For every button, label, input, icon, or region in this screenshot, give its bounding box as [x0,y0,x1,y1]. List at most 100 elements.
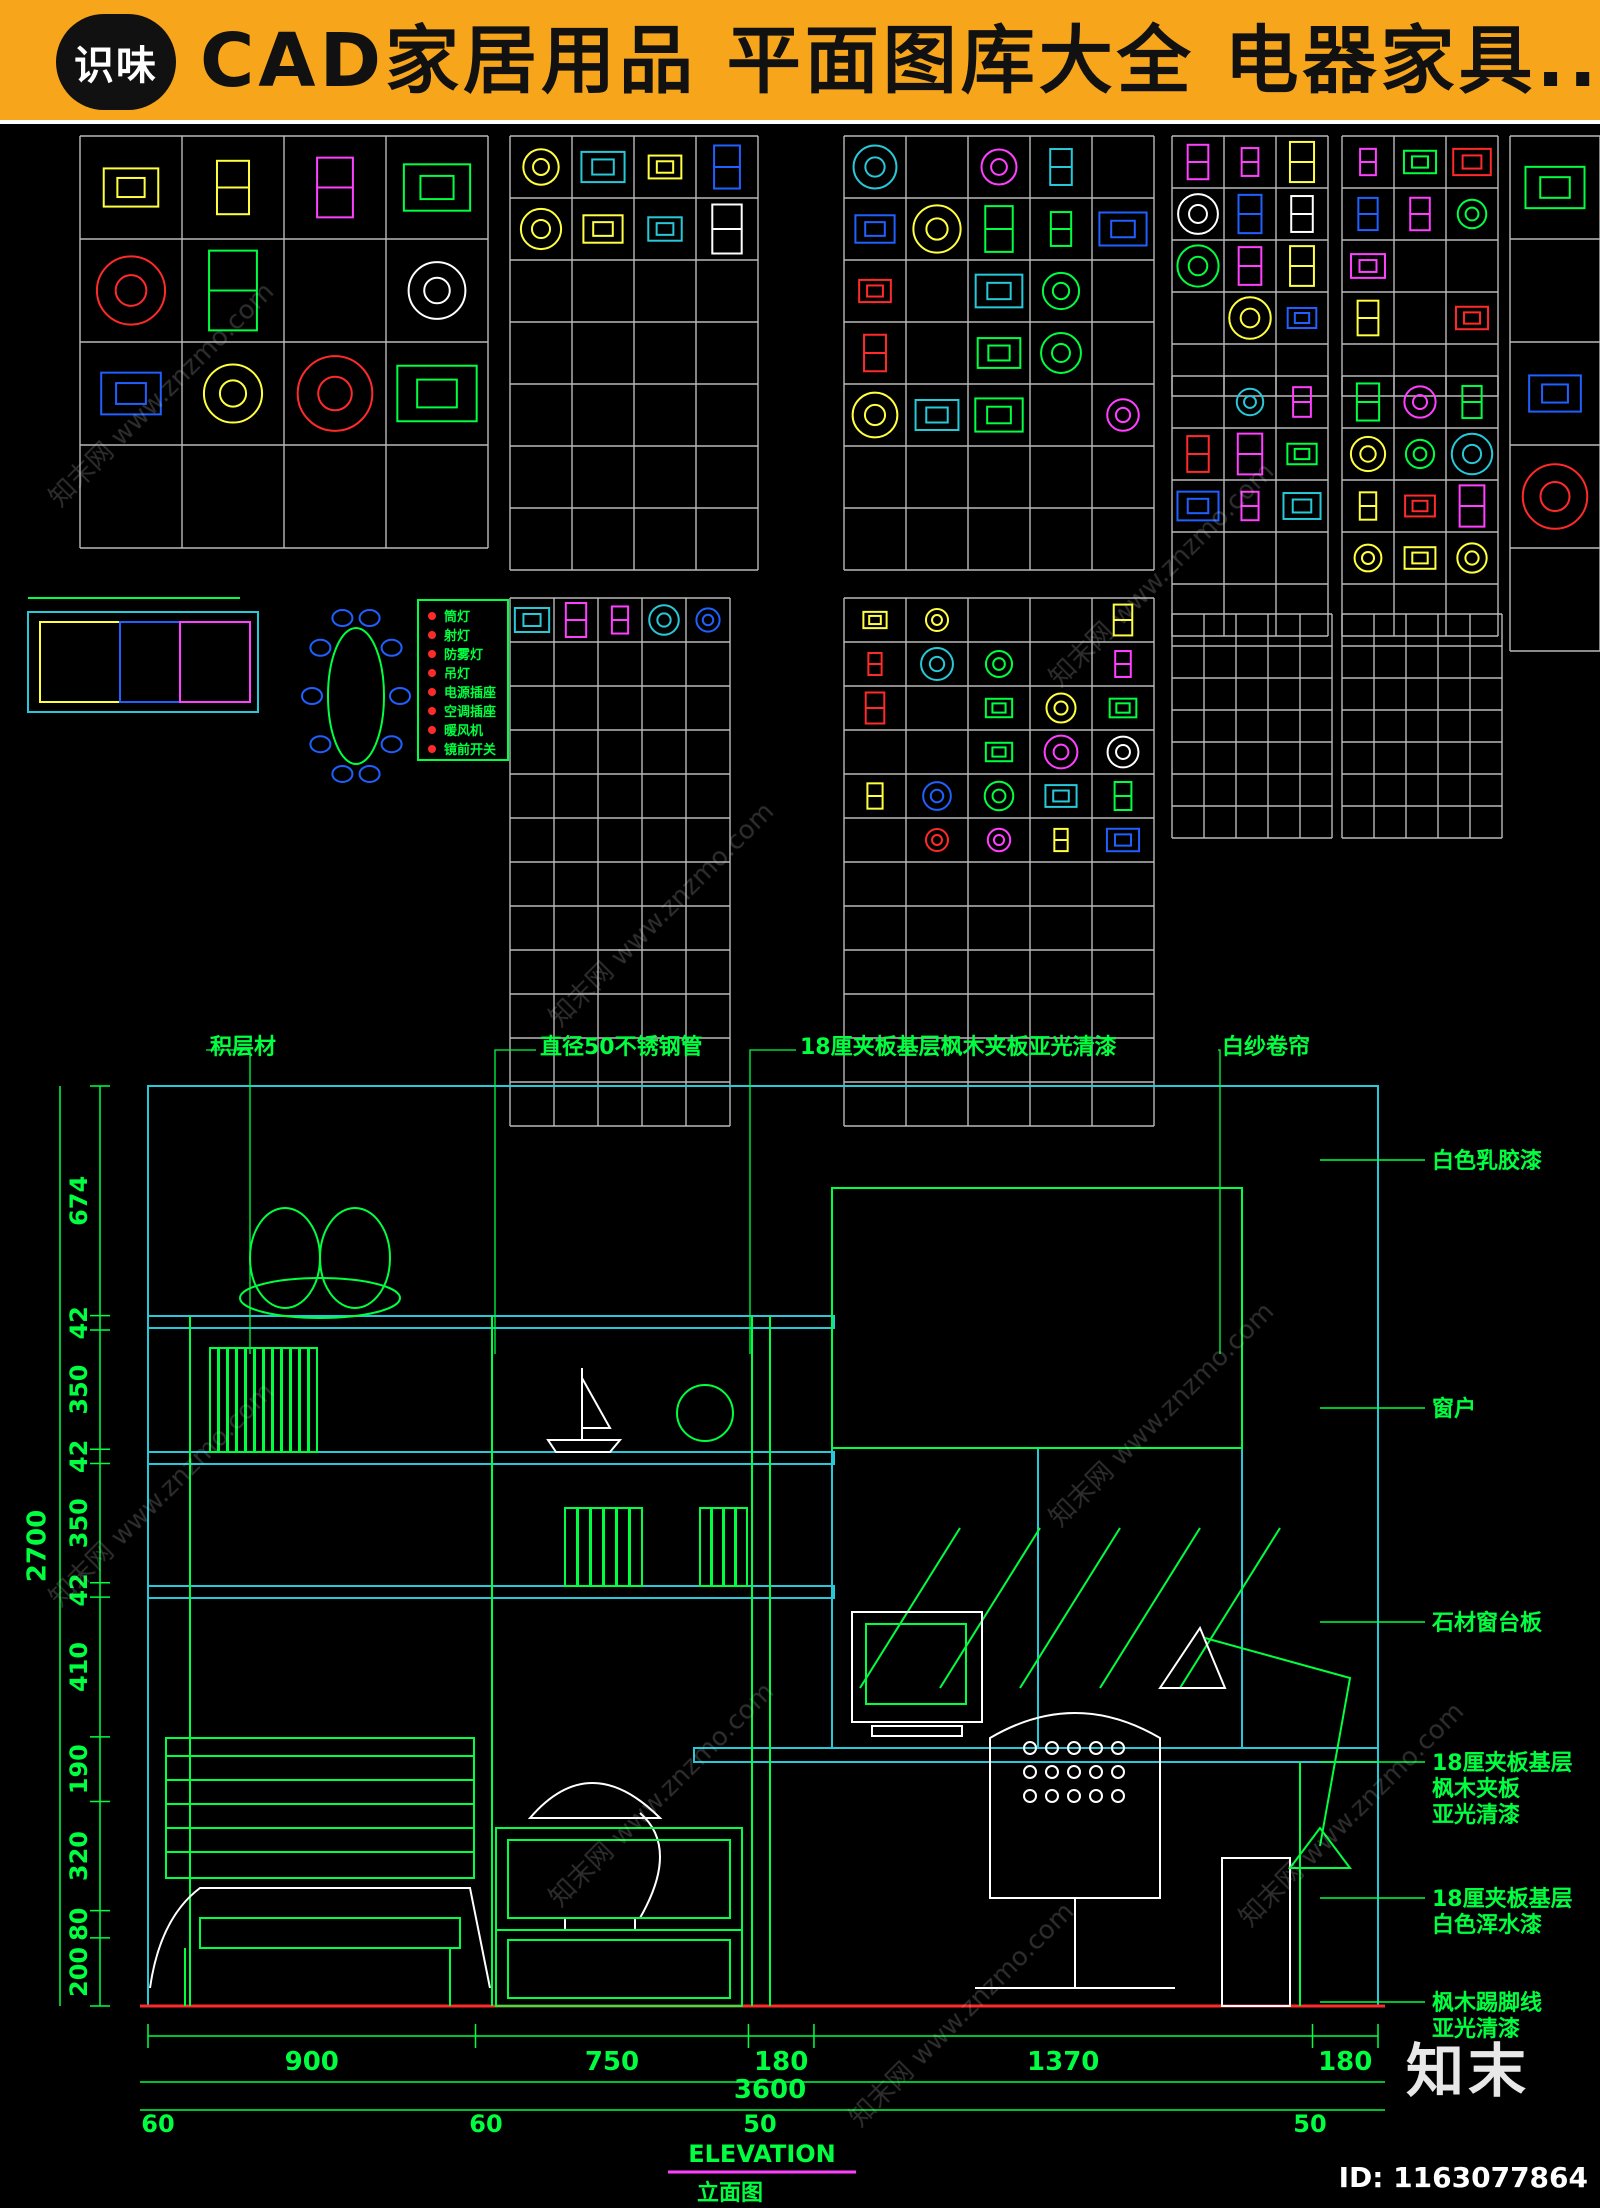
dim-offset-bottom: 50 [1293,2110,1326,2138]
bed [149,1737,491,2006]
legend-item: 防雾灯 [444,647,483,663]
furniture-symbol [582,214,624,244]
site-logo: 知末 [1405,2037,1530,2105]
furniture-symbol [522,148,560,186]
library-grid-lighting [509,597,731,1127]
furniture-symbol [1113,781,1133,811]
furniture-symbol [1240,490,1260,522]
callout-right: 18厘夹板基层 [1432,1751,1573,1776]
furniture-symbol [580,150,626,184]
dim-label-left: 80 [65,1908,93,1941]
elevation-title-en: ELEVATION [688,2140,836,2168]
furniture-symbol [984,741,1014,763]
furniture-symbol [984,205,1014,253]
furniture-symbol [854,214,896,244]
furniture-symbol [976,337,1022,369]
furniture-symbol [866,782,884,810]
furniture-symbol [1456,198,1488,230]
furniture-symbol [1106,735,1140,769]
furniture-symbol [513,607,551,633]
furniture-symbol [215,159,251,216]
furniture-symbol [924,827,950,853]
furniture-symbol [1049,211,1073,247]
furniture-symbol [1353,543,1383,573]
watermark-text: 知末网 www.znzmo.com [44,277,280,513]
furniture-symbol [1236,432,1264,476]
furniture-symbol [1108,697,1138,719]
furniture-symbol [1404,494,1436,518]
dim-label-bottom: 180 [754,2047,808,2077]
library-grid-right [1509,135,1600,652]
furniture-symbol [1177,193,1219,235]
callout-right: 石材窗台板 [1431,1610,1543,1636]
callout-right: 枫木踢脚线 [1432,1990,1542,2016]
leader-line [494,1049,536,1354]
furniture-symbol [296,355,374,432]
library-grid-empty-b [1341,613,1503,839]
furniture-symbol [1040,332,1082,374]
callout-top: 18厘夹板基层枫木夹板亚光清漆 [800,1034,1117,1060]
callout-right: 枫木夹板 [1432,1776,1521,1802]
furniture-symbol [316,156,354,219]
furniture-symbol [1403,385,1437,419]
furniture-symbol [1041,271,1081,311]
watermark-text: 知末网 www.znzmo.com [544,797,780,1033]
furniture-symbol [864,691,886,725]
furniture-symbol [1235,387,1265,417]
library-grid-small-b [1341,135,1499,397]
leader-line [1218,1049,1221,1354]
furniture-symbol [863,333,887,373]
legend-item: 镜前开关 [444,742,496,758]
furniture-symbol [1112,603,1134,637]
furniture-symbol [1044,784,1078,808]
legend-item: 电源插座 [444,685,496,701]
computer-monitor [851,1611,983,1737]
furniture-symbol [1186,143,1210,181]
furniture-symbol [1524,165,1586,210]
furniture-symbol [402,163,472,212]
furniture-symbol [1292,386,1312,418]
furniture-symbol [1456,542,1488,574]
dim-label-left: 350 [65,1498,93,1548]
dim-label-left: 320 [65,1831,93,1881]
watermark-text: 知末网 www.znzmo.com [544,1677,780,1913]
sailboat-ornament [546,1368,623,1453]
office-chair [975,1712,1175,1989]
callout-right: 18厘夹板基层 [1432,1887,1573,1912]
furniture-symbol [1105,827,1141,853]
furniture-symbol [1053,827,1069,853]
furniture-symbol [920,647,954,681]
furniture-symbol [695,607,721,633]
callout-right: 亚光清漆 [1432,1802,1520,1828]
furniture-symbol [1356,299,1380,337]
furniture-symbol [974,397,1024,433]
furniture-symbol [202,363,264,424]
furniture-symbol [1237,246,1263,286]
library-grid-living [79,135,489,549]
furniture-symbol [980,148,1018,186]
furniture-symbol [1049,148,1073,186]
nightstand [495,1827,743,2007]
furniture-symbol [974,273,1024,309]
library-grid-bedroom [509,135,759,571]
furniture-symbol [1282,492,1322,520]
furniture-symbol [984,649,1014,679]
furniture-symbol [1403,546,1437,570]
library-grid-small-c [1171,375,1329,637]
callout-top: 积层材 [210,1035,276,1060]
furniture-symbol [851,391,899,439]
furniture-symbol [1186,435,1210,473]
library-grid-small-a [1171,135,1329,397]
callout-right: 白色浑水漆 [1432,1912,1542,1938]
furniture-symbol [912,204,962,254]
callout-top: 白纱卷帘 [1222,1034,1310,1060]
furniture-symbol [984,697,1014,719]
furniture-symbol [1452,147,1492,177]
furniture-symbol [1290,195,1314,233]
furniture-symbol [1458,484,1486,528]
furniture-symbol [1355,382,1381,422]
furniture-symbol [1237,193,1263,235]
furniture-symbol [1528,374,1582,413]
conference-table-plan [301,609,411,783]
